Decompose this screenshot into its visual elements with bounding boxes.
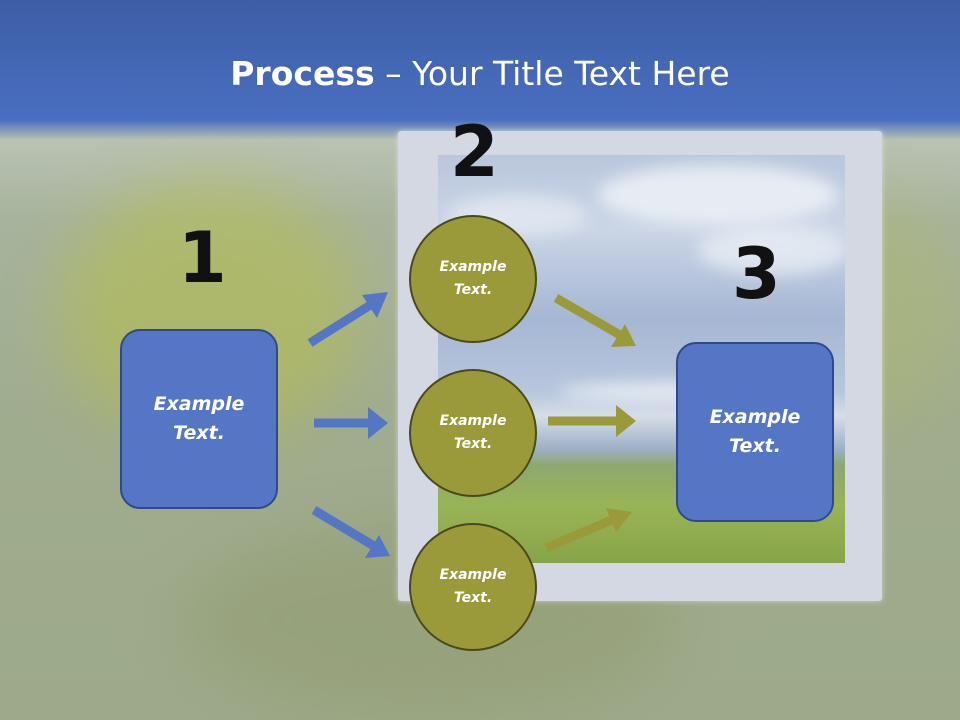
circle-top-line1: Example [439,259,507,275]
cloud [698,225,845,275]
right-arrow-icon [553,294,636,347]
step-3-box: Example Text. [676,342,834,522]
step-number-1: 1 [178,217,227,299]
right-arrow-icon [307,292,388,347]
step-2-circle-bottom: Example Text. [409,523,537,651]
step-1-box: Example Text. [120,329,278,509]
right-arrow-icon [311,506,390,558]
step-2-circle-top: Example Text. [409,215,537,343]
cloud [598,165,838,225]
step-3-box-line1: Example [709,406,801,428]
step-1-box-line1: Example [153,393,245,415]
right-arrow-icon [548,405,636,437]
title-rest: – Your Title Text Here [374,54,730,93]
right-arrow-icon [314,407,388,439]
step-3-box-line2: Text. [729,435,781,457]
circle-middle-line2: Text. [453,436,493,452]
circle-bottom-line1: Example [439,567,507,583]
step-2-circle-middle: Example Text. [409,369,537,497]
circle-bottom-line2: Text. [453,590,493,606]
circle-top-line2: Text. [453,282,493,298]
slide-title: Process – Your Title Text Here [0,52,960,96]
title-bold: Process [230,54,375,93]
step-1-box-line2: Text. [173,422,225,444]
step-number-3: 3 [732,233,781,315]
step-number-2: 2 [450,111,499,193]
circle-middle-line1: Example [439,413,507,429]
right-arrow-icon [544,508,632,553]
